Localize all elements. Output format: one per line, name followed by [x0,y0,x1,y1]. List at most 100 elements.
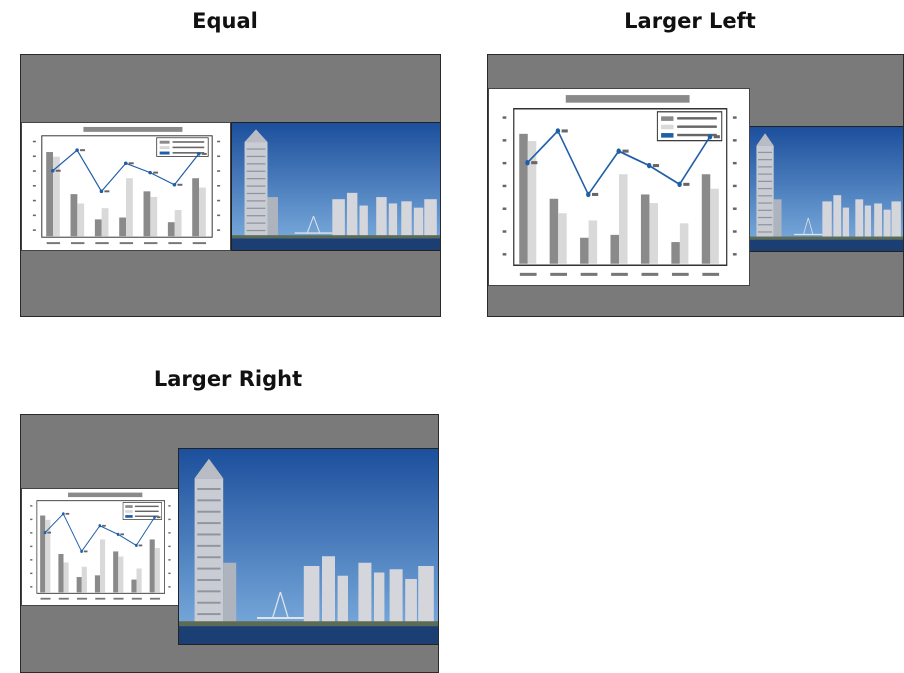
point-label-placeholder [177,183,183,186]
tower-window-row [757,224,773,226]
building [267,197,278,238]
y-tick-left [502,253,507,256]
bar-series-2 [558,213,567,264]
building [358,562,372,625]
bar-series-1 [167,222,175,237]
x-label-placeholder [144,242,158,245]
tower-window-row [757,231,773,233]
y-tick-right [732,184,737,188]
y-tick-right [217,229,221,231]
line-point [148,170,152,175]
tower-window-row [246,155,266,158]
bridge-cable [271,591,282,619]
building [855,199,864,239]
building [374,572,385,625]
building-tower-top [244,129,268,143]
bar-series-2 [199,187,206,237]
y-tick-right [217,199,221,202]
bar-series-1 [94,575,101,593]
y-tick-left [30,532,33,534]
y-tick-left [30,572,33,575]
line-point [99,189,104,194]
y-tick-right [732,139,737,142]
building [883,209,891,239]
legend-swatch [125,505,133,508]
tower-window-row [246,192,266,195]
screen-larger-left [487,54,904,317]
point-label-placeholder [104,190,110,193]
line-point [586,191,591,198]
plot-frame [36,500,165,594]
y-tick-left [32,170,36,172]
y-tick-right [168,559,171,561]
x-label-placeholder [95,242,109,245]
mini-chart [502,95,737,276]
point-label-placeholder [138,544,143,547]
x-label-placeholder [168,242,182,245]
building [322,556,335,625]
bar-series-2 [527,141,537,264]
point-label-placeholder [713,135,720,139]
plot-frame [41,135,213,238]
bar-series-1 [519,133,528,264]
legend-label-placeholder [172,146,205,149]
building [424,199,437,238]
photo-pane-larger-left [746,126,903,252]
point-label-placeholder [128,162,134,165]
point-label-placeholder [102,524,106,527]
mini-chart [30,492,171,600]
bar-series-1 [580,237,589,264]
y-tick-right [168,586,171,588]
tower-window-row [246,170,266,172]
point-label-placeholder [83,550,88,553]
building [773,199,782,239]
building [388,203,398,238]
screen-equal [20,54,441,317]
x-label-placeholder [71,242,85,245]
city-photo [179,449,438,644]
screen-larger-right [20,414,439,673]
x-label-placeholder [58,597,69,600]
y-tick-right [168,545,171,548]
x-label-placeholder [150,597,161,600]
bar-series-1 [119,217,127,237]
y-tick-left [502,230,507,233]
y-tick-left [30,505,33,507]
point-label-placeholder [652,164,660,168]
legend-label-placeholder [677,125,717,128]
bar-series-2 [100,539,106,593]
bar-series-2 [174,210,182,237]
legend-label-placeholder [172,152,205,154]
shoreline [747,236,903,240]
bridge-cable [313,215,321,234]
bar-series-2 [136,568,142,593]
y-tick-left [502,116,507,119]
x-label-placeholder [702,272,720,276]
bar-series-1 [40,515,46,593]
bar-series-2 [619,174,628,264]
x-label-placeholder [119,242,134,245]
tower-window-row [246,207,266,209]
legend-swatch [159,140,170,144]
legend-swatch [661,116,674,121]
city-photo [747,127,903,251]
tower-window-row [197,533,221,536]
bar-series-1 [640,194,650,264]
tower-window-row [246,163,266,165]
building [359,205,368,238]
tower-window-row [246,178,266,180]
photo-pane-larger-right [178,448,438,645]
y-tick-right [732,161,737,165]
y-tick-right [168,572,171,575]
layout-title-larger-right: Larger Right [153,367,303,391]
point-label-placeholder [153,171,159,174]
y-tick-left [30,559,33,561]
bar-series-1 [701,174,711,264]
layout-title-larger-left: Larger Left [624,9,756,33]
y-tick-left [502,184,507,188]
tower-window-row [757,180,773,182]
point-label-placeholder [80,149,86,152]
x-label-placeholder [580,272,598,276]
bar-series-1 [70,194,78,237]
water [179,626,438,644]
